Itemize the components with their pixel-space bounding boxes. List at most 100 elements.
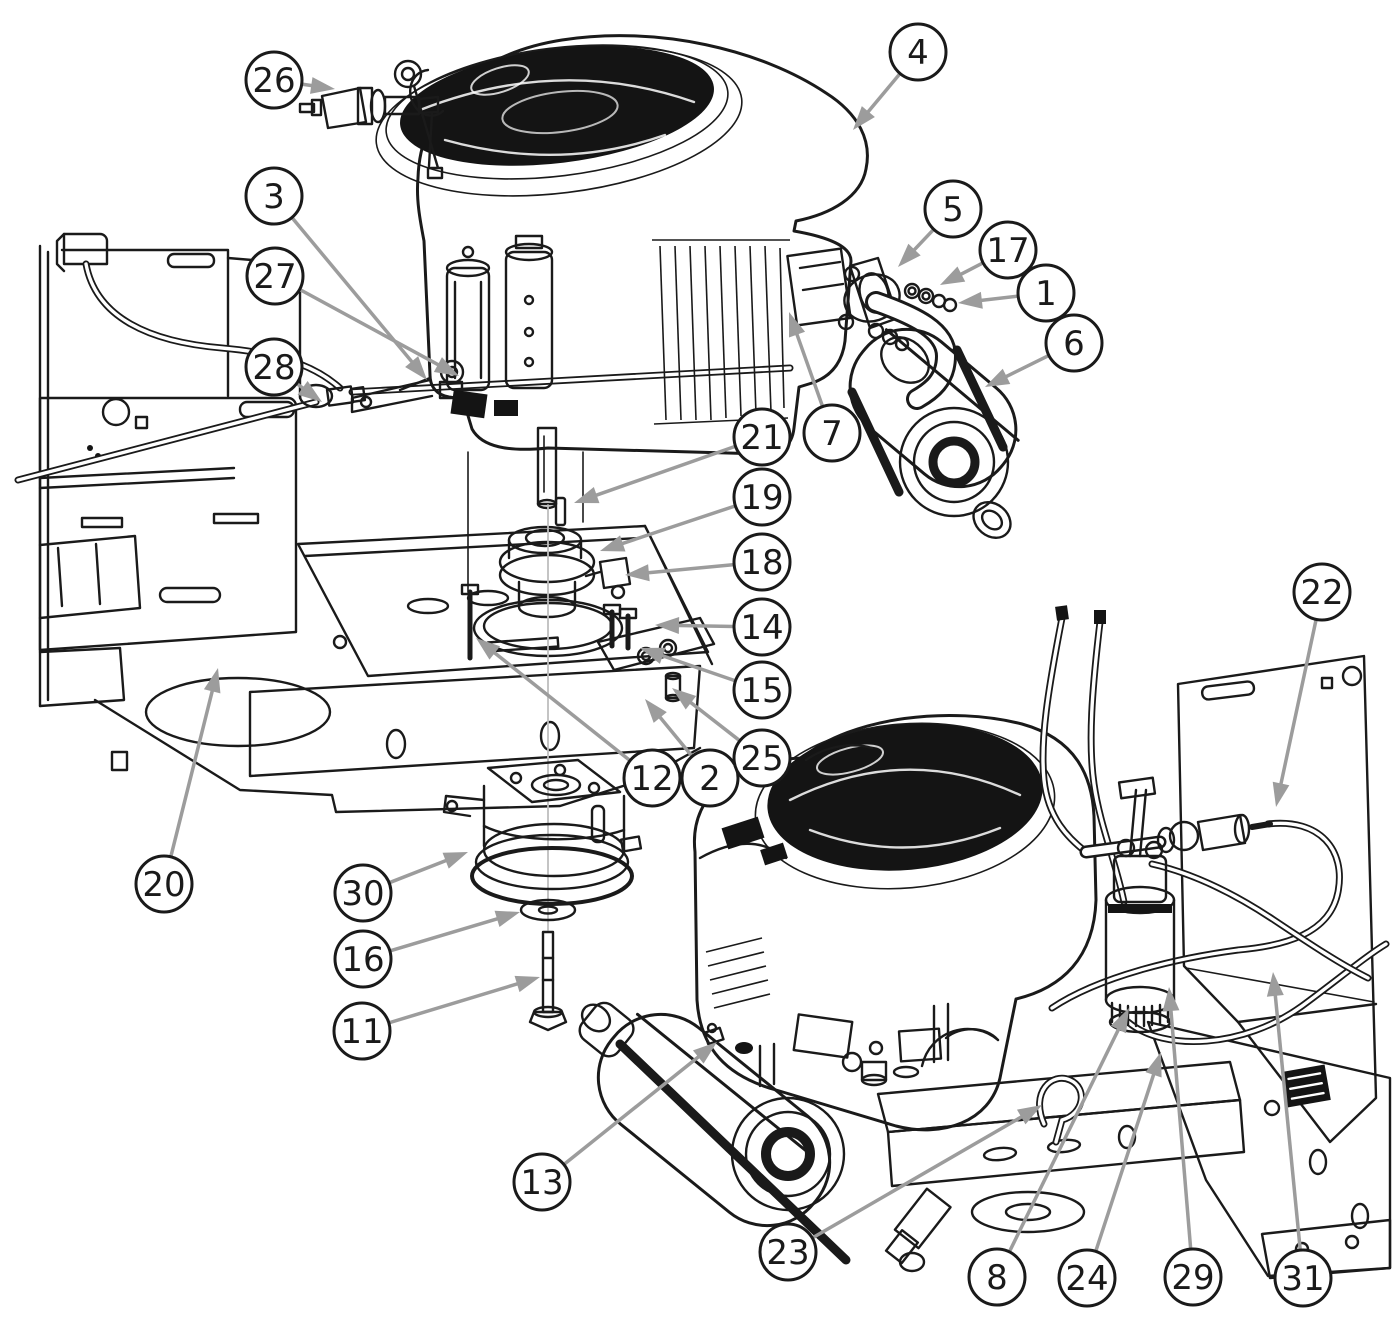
engine-lower: [692, 713, 1098, 1132]
callout-25: 25: [672, 688, 792, 788]
leader-arrowhead-18: [625, 564, 650, 582]
callout-30: 30: [333, 852, 468, 923]
crankshaft: [536, 426, 558, 510]
callout-number-27: 27: [253, 257, 296, 297]
callout-circle-31: [1273, 1248, 1333, 1308]
leader-line-18: [642, 562, 735, 576]
leader-arrowhead-4: [853, 106, 875, 130]
callout-circle-7: [802, 403, 862, 463]
callout-number-23: 23: [766, 1233, 809, 1273]
callout-20: 20: [134, 668, 221, 914]
callout-circle-25: [732, 728, 792, 788]
callout-number-17: 17: [986, 231, 1029, 271]
callout-7: 7: [789, 312, 862, 463]
leader-line-1: [975, 294, 1019, 303]
callout-number-25: 25: [740, 739, 783, 779]
crankshaft-pulley: [472, 496, 632, 931]
hose-clamp: [1040, 1078, 1082, 1142]
callout-number-28: 28: [252, 348, 295, 388]
carburetor-lower: [735, 1013, 943, 1073]
callout-number-22: 22: [1300, 573, 1343, 613]
leader-arrowhead-2: [645, 699, 667, 723]
callout-circle-19: [732, 467, 792, 527]
callout-number-12: 12: [630, 759, 673, 799]
callout-number-15: 15: [740, 671, 783, 711]
oil-canister: [504, 234, 554, 390]
callout-number-7: 7: [821, 414, 843, 454]
callout-layer: 1234567811121314151617181920212223242526…: [134, 22, 1352, 1308]
leader-line-8: [1007, 1023, 1123, 1253]
callout-number-13: 13: [520, 1163, 563, 1203]
callout-circle-21: [732, 407, 792, 467]
inline-fuel-filter: [1086, 813, 1273, 852]
callout-number-8: 8: [986, 1258, 1008, 1298]
leader-line-2: [655, 711, 694, 758]
cylinder-fins-lower: [705, 937, 771, 1009]
leader-arrowhead-8: [1110, 1008, 1129, 1034]
leader-line-7: [793, 328, 825, 408]
leader-arrowhead-25: [672, 688, 697, 710]
callout-circle-2: [680, 748, 740, 808]
muffler-upper: [847, 302, 1020, 539]
callout-circle-3: [244, 166, 304, 226]
cable-end-fitting: [298, 383, 367, 409]
callout-number-30: 30: [341, 874, 384, 914]
upper-assembly-view: [18, 34, 1020, 1032]
leader-arrowhead-20: [203, 668, 221, 694]
callout-number-4: 4: [907, 33, 929, 73]
callout-circle-12: [622, 748, 682, 808]
callout-circle-6: [1044, 313, 1104, 373]
callout-16: 16: [333, 910, 520, 989]
callout-31: 31: [1266, 972, 1333, 1308]
leader-arrowhead-7: [789, 312, 806, 338]
leader-arrowhead-24: [1145, 1052, 1162, 1078]
leader-line-16: [389, 915, 504, 953]
leader-arrowhead-1: [958, 291, 983, 309]
clutch-assembly: [442, 758, 643, 906]
starter-motor: [445, 245, 491, 392]
leader-line-31: [1273, 989, 1303, 1251]
chassis-frame: [38, 232, 702, 814]
wiring-harness: [18, 264, 790, 480]
leader-line-22: [1278, 619, 1318, 790]
callout-circle-11: [332, 1001, 392, 1061]
leader-arrowhead-27: [433, 357, 459, 376]
callout-21: 21: [574, 407, 792, 504]
leader-arrowhead-31: [1266, 972, 1284, 997]
callout-number-16: 16: [341, 940, 384, 980]
callout-circle-30: [333, 863, 393, 923]
leader-line-13: [562, 1051, 705, 1166]
callout-15: 15: [640, 647, 792, 720]
leader-line-19: [616, 504, 736, 547]
callout-number-21: 21: [740, 418, 783, 458]
leader-arrowhead-22: [1272, 781, 1290, 807]
callout-number-18: 18: [740, 543, 783, 583]
callout-number-5: 5: [942, 190, 964, 230]
callout-28: 28: [244, 337, 322, 402]
leader-arrowhead-5: [898, 243, 921, 267]
leader-line-12: [488, 647, 632, 762]
deck-pulley: [970, 1190, 1086, 1234]
leader-line-30: [388, 856, 452, 885]
callout-number-31: 31: [1281, 1259, 1324, 1299]
callout-circle-26: [244, 50, 304, 110]
frame-rail: [758, 1002, 1246, 1273]
callout-4: 4: [853, 22, 948, 130]
leader-arrowhead-26: [310, 77, 335, 94]
callout-circle-29: [1163, 1247, 1223, 1307]
lower-assembly-view: [578, 605, 1392, 1280]
fuel-lines: [1043, 605, 1386, 1041]
leader-line-24: [1094, 1068, 1158, 1252]
leader-arrowhead-19: [600, 535, 626, 552]
leader-line-23: [811, 1112, 1028, 1240]
flat-washer: [519, 898, 577, 922]
callout-circle-27: [245, 246, 305, 306]
callout-number-2: 2: [699, 759, 721, 799]
callout-22: 22: [1272, 562, 1352, 807]
callout-12: 12: [476, 638, 682, 808]
fan-intake-screen-lower: [767, 723, 1043, 871]
leader-line-27: [298, 287, 445, 369]
callout-14: 14: [655, 597, 792, 657]
callout-27: 27: [245, 246, 459, 376]
